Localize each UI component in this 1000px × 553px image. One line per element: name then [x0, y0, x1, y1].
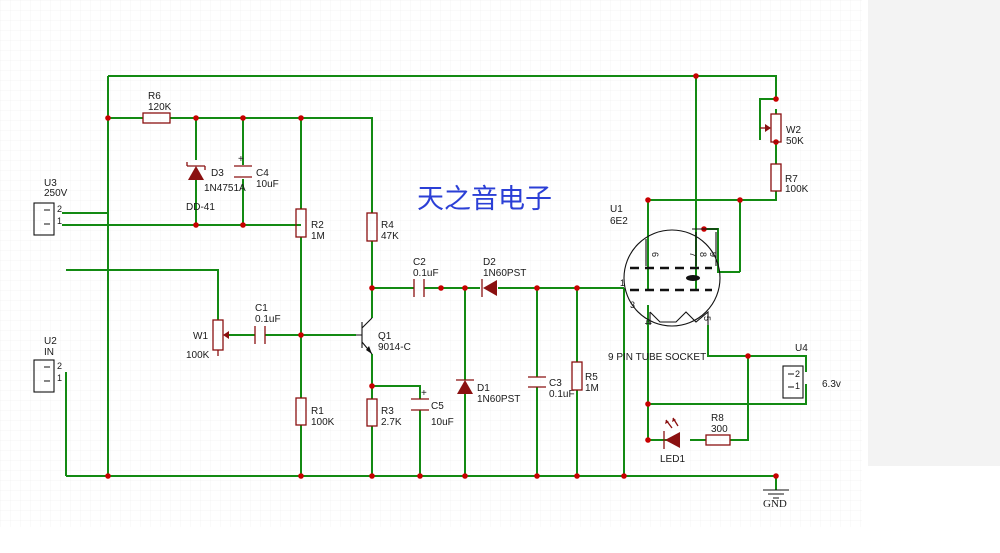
d3-value: 1N4751A — [204, 183, 246, 194]
grid-background — [0, 0, 862, 527]
d1-value: 1N60PST — [477, 394, 520, 405]
u2-pin-1: 1 — [57, 373, 62, 383]
c2-value: 0.1uF — [413, 268, 439, 279]
connector-u3[interactable]: 2 1 U3 250V — [33, 178, 68, 236]
c2-ref: C2 — [413, 257, 426, 268]
gnd-label: GND — [763, 498, 787, 510]
u4-pin-2: 2 — [795, 369, 800, 379]
r6-ref: R6 — [148, 91, 161, 102]
capacitor-c1[interactable]: C1 0.1uF — [254, 303, 281, 344]
w2-ref: W2 — [786, 125, 801, 136]
w1-value: 100K — [186, 350, 210, 361]
u3-ref: U3 — [44, 178, 57, 189]
u3-pin-1: 1 — [57, 216, 62, 226]
c4-value: 10uF — [256, 179, 279, 190]
r7-value: 100K — [785, 184, 809, 195]
u2-pin-2: 2 — [57, 361, 62, 371]
resistor-r1[interactable]: R1 100K — [295, 397, 335, 428]
r8-value: 300 — [711, 424, 728, 435]
u1-socket-label: 9 PIN TUBE SOCKET — [608, 352, 706, 363]
u1-pin-8: 8 — [698, 252, 708, 257]
q1-ref: Q1 — [378, 331, 392, 342]
d2-value: 1N60PST — [483, 268, 526, 279]
diagram-title: 天之音电子 — [417, 184, 552, 215]
resistor-r8[interactable]: R8 300 — [705, 413, 731, 446]
u1-pin-7: 7 — [688, 252, 698, 257]
resistor-r5[interactable]: R5 1M — [571, 361, 599, 394]
r5-value: 1M — [585, 383, 599, 394]
connector-u2[interactable]: 2 1 U2 IN — [33, 336, 62, 393]
c5-polarity: + — [421, 388, 427, 399]
capacitor-c3[interactable]: C3 0.1uF — [528, 376, 575, 400]
resistor-r6[interactable]: R6 120K — [142, 91, 172, 124]
u1-pin-5: 5 — [702, 316, 712, 321]
c1-ref: C1 — [255, 303, 268, 314]
d3-ref: D3 — [211, 168, 224, 179]
r2-ref: R2 — [311, 220, 324, 231]
tube-u1[interactable]: 6 7 8 9 1 3 4 5 U1 6E2 9 PIN TUBE SOCKET — [608, 204, 721, 363]
r1-value: 100K — [311, 417, 335, 428]
ground-symbol: GND — [763, 489, 789, 510]
u4-pin-1: 1 — [795, 381, 800, 391]
u1-pin-3: 3 — [630, 300, 635, 310]
capacitor-c4[interactable]: + C4 10uF — [234, 154, 279, 190]
transistor-q1[interactable]: Q1 9014-C — [356, 317, 411, 355]
r4-ref: R4 — [381, 220, 394, 231]
u1-pin-1: 1 — [620, 278, 625, 288]
u1-ref: U1 — [610, 204, 623, 215]
c5-value: 10uF — [431, 417, 454, 428]
q1-value: 9014-C — [378, 342, 411, 353]
diode-d2[interactable]: D2 1N60PST — [481, 257, 526, 297]
grey-side-panel — [868, 0, 1000, 466]
w2-value: 50K — [786, 136, 804, 147]
u1-pin-4: 4 — [643, 320, 653, 325]
c5-ref: C5 — [431, 401, 444, 412]
r3-ref: R3 — [381, 406, 394, 417]
capacitor-c5[interactable]: + C5 10uF — [411, 388, 454, 428]
diode-d1[interactable]: D1 1N60PST — [456, 379, 520, 405]
capacitor-c2[interactable]: C2 0.1uF — [413, 257, 439, 297]
junctions — [105, 73, 779, 479]
r2-value: 1M — [311, 231, 325, 242]
u3-value: 250V — [44, 188, 68, 199]
r6-value: 120K — [148, 102, 172, 113]
d3-package: DD-41 — [186, 202, 215, 213]
c1-value: 0.1uF — [255, 314, 281, 325]
d1-ref: D1 — [477, 383, 490, 394]
w1-ref: W1 — [193, 331, 208, 342]
r7-ref: R7 — [785, 174, 798, 185]
u1-pin-6: 6 — [650, 252, 660, 257]
d2-ref: D2 — [483, 257, 496, 268]
r8-ref: R8 — [711, 413, 724, 424]
u3-pin-2: 2 — [57, 204, 62, 214]
u2-ref: U2 — [44, 336, 57, 347]
potentiometer-w2[interactable]: W2 50K — [760, 113, 804, 147]
led-led1[interactable]: LED1 — [660, 417, 685, 465]
resistor-r7[interactable]: R7 100K — [770, 163, 809, 195]
r3-value: 2.7K — [381, 417, 402, 428]
potentiometer-w1[interactable]: W1 100K — [186, 319, 229, 361]
c4-ref: C4 — [256, 168, 269, 179]
r5-ref: R5 — [585, 372, 598, 383]
connector-u4[interactable]: 2 1 U4 6.3v — [782, 343, 841, 399]
r1-ref: R1 — [311, 406, 324, 417]
u1-pin-9: 9 — [708, 252, 718, 257]
u4-value: 6.3v — [822, 379, 841, 390]
resistor-r4[interactable]: R4 47K — [366, 212, 399, 242]
u2-value: IN — [44, 347, 54, 358]
r4-value: 47K — [381, 231, 399, 242]
led1-ref: LED1 — [660, 454, 685, 465]
resistor-r3[interactable]: R3 2.7K — [366, 398, 402, 428]
resistor-r2[interactable]: R2 1M — [295, 208, 325, 242]
u4-ref: U4 — [795, 343, 808, 354]
c3-value: 0.1uF — [549, 389, 575, 400]
zener-diode-d3[interactable]: D3 1N4751A DD-41 — [186, 162, 246, 213]
u1-value: 6E2 — [610, 216, 628, 227]
c4-polarity: + — [238, 154, 244, 165]
c3-ref: C3 — [549, 378, 562, 389]
